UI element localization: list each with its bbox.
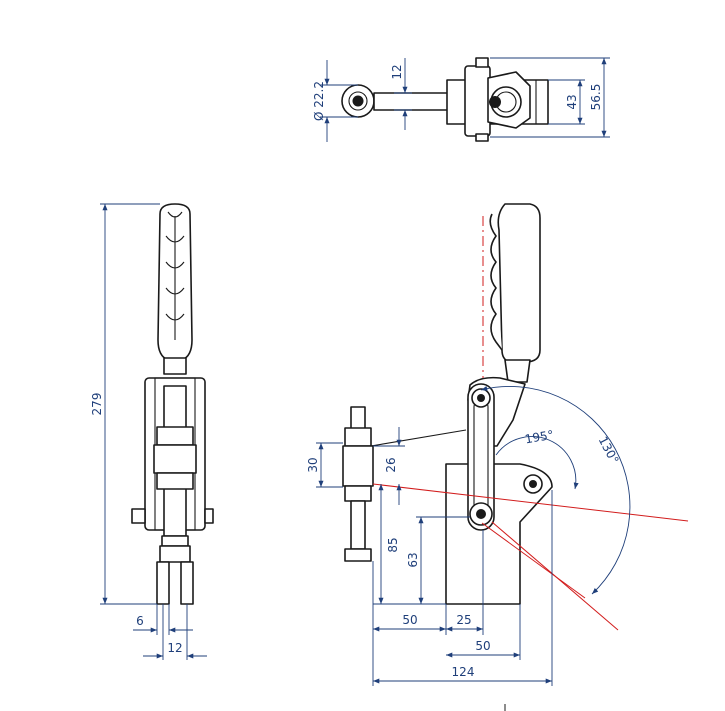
angle-130-label: 130° xyxy=(596,434,622,466)
dim-63-label: 63 xyxy=(406,552,420,567)
dim-43-label: 43 xyxy=(565,94,579,109)
dim-diameter-label: Ø 22.2 xyxy=(312,81,326,121)
side-view-handle-grip xyxy=(497,203,541,363)
dim-front-12-label: 12 xyxy=(167,641,182,655)
dim-6-label: 6 xyxy=(136,614,144,628)
dim-85-label: 85 xyxy=(386,537,400,552)
dim-25-label: 25 xyxy=(456,613,471,627)
dim-124-label: 124 xyxy=(452,665,475,679)
side-view: 195° 130° 30 26 85 63 50 25 50 124 xyxy=(306,203,689,686)
dim-279-label: 279 xyxy=(90,393,104,416)
dim-50b-label: 50 xyxy=(475,639,490,653)
dim-26-label: 26 xyxy=(384,457,398,472)
dim-50a-label: 50 xyxy=(402,613,417,627)
dim-30-label: 30 xyxy=(306,457,320,472)
top-view-arm xyxy=(373,92,451,111)
dim-56-5-label: 56.5 xyxy=(589,84,603,111)
angle-195-label: 195° xyxy=(524,428,555,447)
front-view: 279 6 12 xyxy=(90,203,214,660)
dim-top-12-label: 12 xyxy=(390,64,404,79)
top-view: Ø 22.2 12 43 56.5 xyxy=(312,57,610,142)
